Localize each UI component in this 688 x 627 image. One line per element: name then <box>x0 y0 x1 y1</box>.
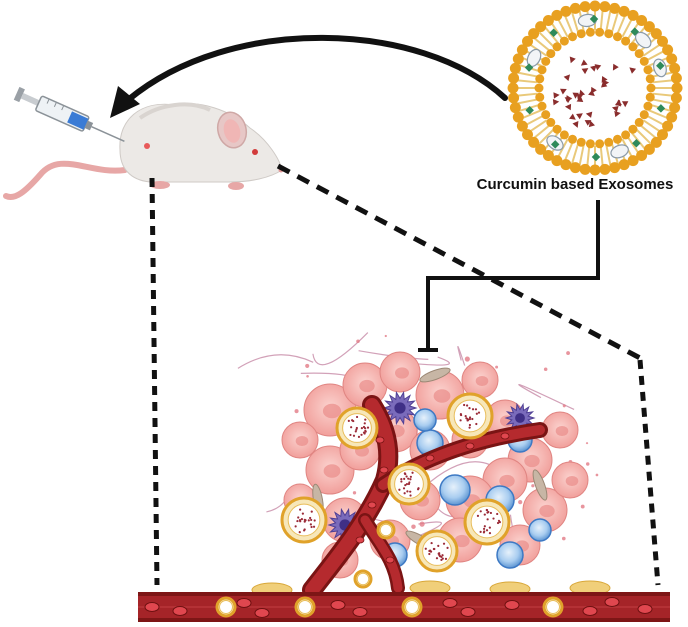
exosome-label: Curcumin based Exosomes <box>476 176 674 193</box>
tumor-microenvironment-icon <box>237 332 599 600</box>
mouse-icon <box>3 102 284 200</box>
connector-line <box>418 200 600 352</box>
syringe-icon <box>13 86 125 143</box>
blood-vessel-icon <box>138 580 670 622</box>
delivery-arrow <box>110 34 508 118</box>
exosome-icon <box>507 0 683 176</box>
zoom-lines <box>149 163 661 586</box>
